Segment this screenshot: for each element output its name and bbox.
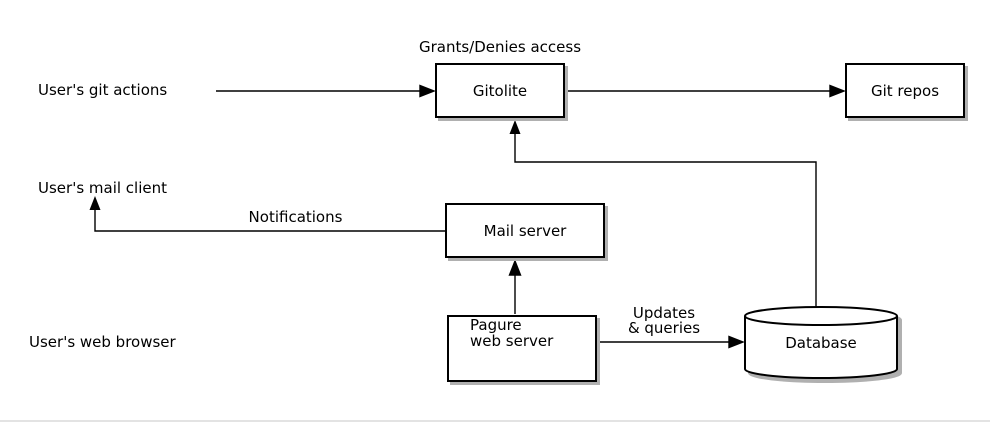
node-git-repos-label: Git repos <box>870 81 940 100</box>
edge-label-notifications: Notifications <box>248 208 343 226</box>
arrowhead-up-icon <box>508 259 522 276</box>
external-git-actions-label: User's git actions <box>38 81 168 99</box>
edge-label-grants-denies-access: Grants/Denies access <box>418 38 582 56</box>
external-web-browser-label: User's web browser <box>29 333 176 351</box>
node-gitolite-label: Gitolite <box>472 81 528 100</box>
node-database-label: Database <box>785 333 857 352</box>
node-mail-server: Mail server <box>445 203 605 258</box>
edge-label-updates-line1: Updates <box>632 304 696 322</box>
database-cylinder-icon <box>744 306 902 383</box>
edge-database-to-gitolite <box>509 120 817 307</box>
edge-git-actions-to-gitolite <box>216 84 436 98</box>
edge-pagure-to-database <box>597 335 745 349</box>
edge-mail-server-to-mail-client <box>89 196 445 232</box>
node-pagure-web-server: Pagure web server <box>447 315 597 382</box>
external-mail-client-label: User's mail client <box>38 179 168 197</box>
node-mail-server-label: Mail server <box>483 221 567 240</box>
edge-label-updates-queries: Updates & queries <box>614 306 714 336</box>
node-pagure-label-line1: Pagure <box>470 316 522 334</box>
arrowhead-up-icon <box>89 196 101 210</box>
arrowhead-right-icon <box>419 84 436 98</box>
arrowhead-up-icon <box>509 120 521 134</box>
edge-gitolite-to-git-repos <box>565 84 846 98</box>
arrowhead-right-icon <box>829 84 846 98</box>
node-gitolite: Gitolite <box>435 63 565 118</box>
arrowhead-right-icon <box>728 335 745 349</box>
node-pagure-label-line2: web server <box>470 332 554 350</box>
edge-pagure-to-mail-server <box>508 259 522 314</box>
node-git-repos: Git repos <box>845 63 965 118</box>
edge-label-updates-line2: & queries <box>627 319 701 337</box>
